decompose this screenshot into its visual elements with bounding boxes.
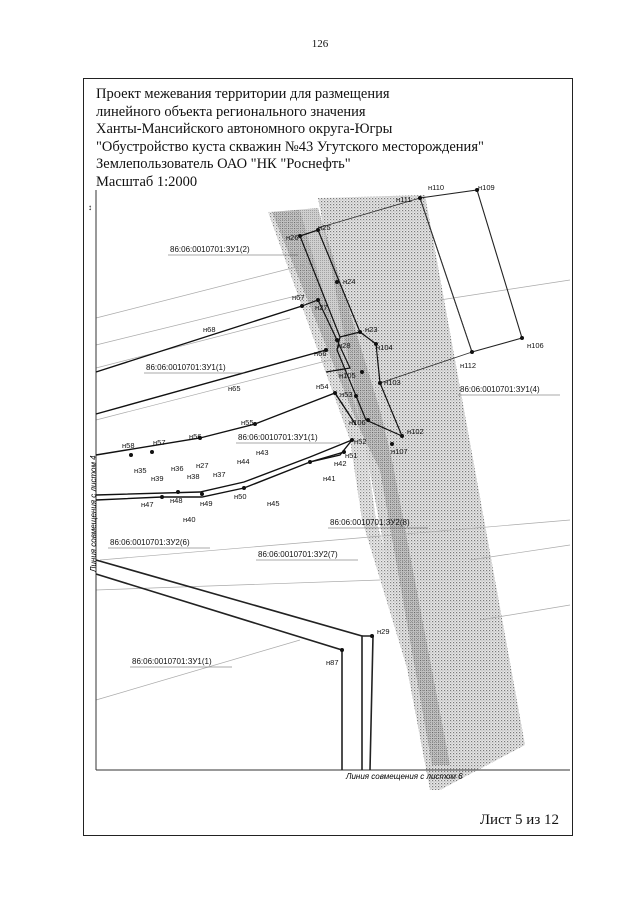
point-label: н27 <box>315 303 327 312</box>
point-label: н55 <box>241 418 253 427</box>
point-label: н106 <box>527 341 544 350</box>
point-label: н37 <box>213 470 225 479</box>
point-label: н29 <box>377 627 389 636</box>
narrow-corridor <box>268 210 452 770</box>
point-label: н25 <box>318 223 330 232</box>
north-arrow-icon: ↕ <box>88 203 92 212</box>
point-label: н106 <box>349 418 366 427</box>
parcel-labels: 86:06:0010701:ЗУ1(2) 86:06:0010701:ЗУ1(1… <box>108 245 560 668</box>
parcel-boundary <box>95 305 357 501</box>
point-label: н45 <box>267 499 279 508</box>
point-label: н110 <box>428 183 444 192</box>
point-label: н23 <box>365 325 377 334</box>
point-label: н51 <box>345 451 357 460</box>
point-label: н103 <box>384 378 401 387</box>
point-label: н50 <box>234 492 246 501</box>
point-label: н39 <box>151 474 163 483</box>
point-label: н68 <box>203 325 215 334</box>
point-label: н107 <box>391 447 408 456</box>
point-label: н49 <box>200 499 212 508</box>
point-label: н87 <box>326 658 338 667</box>
point-label: н47 <box>141 500 153 509</box>
point-label: н112 <box>460 361 476 370</box>
point-label: н40 <box>183 515 195 524</box>
parcel-label: 86:06:0010701:ЗУ1(4) <box>460 385 540 394</box>
drawing-title: Проект межевания территории для размещен… <box>96 86 484 191</box>
point-label: н48 <box>170 496 182 505</box>
point-label: н53 <box>340 390 352 399</box>
point-label: н24 <box>343 277 355 286</box>
point-label: н44 <box>237 457 249 466</box>
page-number: 126 <box>311 38 329 50</box>
sheet-frame <box>83 78 573 836</box>
point-label: н36 <box>171 464 183 473</box>
point-label: н58 <box>122 441 134 450</box>
point-label: н28 <box>338 341 350 350</box>
parcel-label: 86:06:0010701:ЗУ1(1) <box>146 363 226 372</box>
parcel-label: 86:06:0010701:ЗУ1(1) <box>132 657 212 666</box>
title-line: Землепользователь ОАО "НК "Роснефть" <box>96 156 351 172</box>
title-line: Проект межевания территории для размещен… <box>96 86 390 102</box>
sheet-number: Лист 5 из 12 <box>479 812 559 828</box>
point-labels: н110 н109 н111 н25 н26 н24 н67 н27 н68 н… <box>122 183 544 667</box>
title-line: линейного объекта регионального значения <box>96 103 366 120</box>
point-label: н65 <box>228 384 240 393</box>
point-label: н111 <box>396 195 412 204</box>
point-label: н66 <box>314 349 326 358</box>
parcel-label: 86:06:0010701:ЗУ2(6) <box>110 538 190 547</box>
point-label: н41 <box>323 474 335 483</box>
point-label: н56 <box>189 432 201 441</box>
point-label: н54 <box>316 382 328 391</box>
parcel-label: 86:06:0010701:ЗУ2(7) <box>258 550 338 559</box>
point-label: н43 <box>256 448 268 457</box>
parcel-label: 86:06:0010701:ЗУ1(1) <box>238 433 318 442</box>
point-label: н38 <box>187 472 199 481</box>
point-label: н102 <box>407 427 424 436</box>
vertex-points <box>129 188 524 652</box>
point-label: н35 <box>134 466 146 475</box>
point-label: н109 <box>478 183 495 192</box>
point-label: н52 <box>354 437 366 446</box>
title-line: Ханты-Мансийского автономного округа-Югр… <box>96 121 393 137</box>
point-label: н105 <box>339 371 356 380</box>
pipeline-corridor <box>272 208 450 765</box>
point-label: н42 <box>334 459 346 468</box>
right-of-way-band <box>318 195 525 790</box>
match-line-left-label: Линия совмещения с листом 4 <box>89 455 98 573</box>
point-label: н104 <box>376 343 393 352</box>
point-label: н67 <box>292 293 304 302</box>
title-line: "Обустройство куста скважин №43 Угутског… <box>96 138 484 155</box>
match-line-bottom-label: Линия совмещения с листом 6 <box>345 772 463 781</box>
point-label: н57 <box>153 438 165 447</box>
scale-line: Масштаб 1:2000 <box>96 173 198 190</box>
parcel-boundary <box>317 197 473 384</box>
point-label: н27 <box>196 461 208 470</box>
parcel-label: 86:06:0010701:ЗУ2(8) <box>330 518 410 527</box>
parcel-label: 86:06:0010701:ЗУ1(2) <box>170 245 250 254</box>
point-label: н26 <box>286 233 298 242</box>
